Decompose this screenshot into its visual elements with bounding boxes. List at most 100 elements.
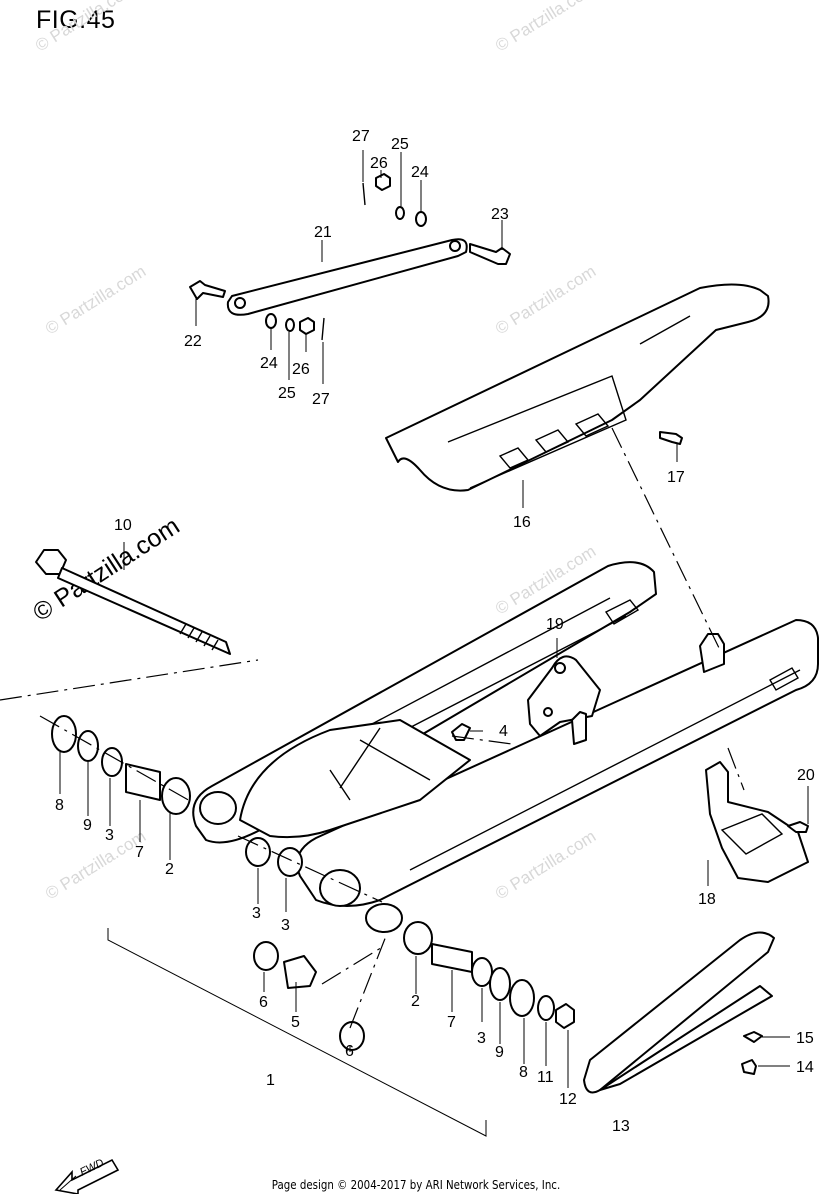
leader-lines (59, 150, 809, 1088)
callout-8: 8 (519, 1064, 528, 1081)
oil-seal-a (253, 941, 279, 971)
callout-12: 12 (559, 1091, 577, 1108)
chain-case-rib (639, 315, 691, 345)
washer-left (77, 730, 99, 762)
callout-7: 7 (447, 1014, 456, 1031)
bearing-right (471, 957, 493, 987)
callout-2: 2 (165, 861, 174, 878)
callout-26: 26 (370, 155, 388, 172)
alignment-line (237, 835, 387, 1029)
pivot-shaft-head (35, 549, 67, 575)
callout-27: 27 (312, 391, 330, 408)
callout-19: 19 (546, 616, 564, 633)
castle-nut-upper (375, 173, 391, 191)
swingarm-cross-member (239, 719, 471, 839)
left-bearing-stack (51, 715, 303, 877)
axle-slots (604, 599, 799, 691)
watermark-text: © Partzilla.com (492, 0, 599, 55)
washer-upper (415, 211, 427, 227)
lock-washer-lower (285, 318, 295, 332)
callout-25: 25 (278, 385, 296, 402)
lock-washer-upper (395, 206, 405, 220)
slider-screw (741, 1059, 757, 1075)
callout-15: 15 (796, 1030, 814, 1047)
callout-16: 16 (513, 514, 531, 531)
callout-17: 17 (667, 469, 685, 486)
pivot-boss-lower (365, 903, 403, 933)
bearing-center-a (245, 837, 271, 867)
chain-case-vents (498, 413, 610, 469)
pivot-shaft-group (35, 549, 231, 655)
swingarm-main-beam (296, 619, 819, 907)
chain-guard-window (720, 813, 784, 855)
chain-slider-bottom (599, 985, 773, 1091)
right-bearing-stack (403, 921, 575, 1029)
needle-bearing (283, 955, 317, 989)
swingarm-bracket-tab (699, 633, 725, 673)
washer-lower (265, 313, 277, 329)
torque-link-bolt-front (189, 280, 226, 300)
callout-3: 3 (281, 917, 290, 934)
spacer-right (431, 943, 473, 973)
washer-right (489, 967, 511, 1001)
torque-link-bolt-rear (469, 243, 511, 265)
callout-24: 24 (411, 164, 429, 181)
callout-9: 9 (83, 817, 92, 834)
callout-13: 13 (612, 1118, 630, 1135)
torque-link-hole (449, 240, 461, 252)
chain-case-inner-panel (447, 375, 627, 489)
watermark-text: © Partzilla.com (42, 827, 149, 904)
callout-23: 23 (491, 206, 509, 223)
castle-nut-lower (299, 317, 315, 335)
torque-link-group (189, 173, 511, 341)
callout-4: 4 (499, 723, 508, 740)
watermark-text: © Partzilla.com (492, 262, 599, 339)
spacer-left (125, 763, 161, 801)
chain-slider-top (583, 931, 775, 1094)
callout-25: 25 (391, 136, 409, 153)
bracket-tab (571, 711, 587, 745)
watermark-text: © Partzilla.com (492, 827, 599, 904)
slider-washer (743, 1031, 763, 1043)
callout-11: 11 (537, 1069, 554, 1086)
callout-24: 24 (260, 355, 278, 372)
callout-22: 22 (184, 333, 202, 350)
pivot-washer (537, 995, 555, 1021)
bracket-hole (554, 662, 566, 674)
callout-21: 21 (314, 224, 332, 241)
chain-case (385, 283, 770, 492)
callout-3: 3 (105, 827, 114, 844)
swingarm-brace-lines (329, 727, 431, 801)
lower-bearing-stack (253, 941, 365, 1051)
forward-arrow-icon: FWD (54, 1157, 120, 1195)
pivot-boss-right (319, 869, 361, 907)
watermark-text: © Partzilla.com (32, 0, 139, 55)
callout-3: 3 (477, 1030, 486, 1047)
callout-6: 6 (345, 1043, 354, 1060)
chain-guard-group (705, 761, 809, 883)
callout-1: 1 (266, 1072, 275, 1089)
callout-6: 6 (259, 994, 268, 1011)
bearing-center-b (277, 847, 303, 877)
pivot-shaft-thread (179, 623, 219, 651)
bushing-left (161, 777, 191, 815)
chain-case-bolt (659, 431, 683, 445)
watermark-text: © Partzilla.com (42, 262, 149, 339)
dust-seal-right (509, 979, 535, 1017)
cotter-pin-lower (321, 317, 325, 341)
bracket-hole (543, 707, 553, 717)
alignment-lines (0, 427, 745, 1029)
callout-18: 18 (698, 891, 716, 908)
callout-labels: 27 26 25 24 23 21 22 24 26 25 27 17 16 1… (55, 128, 815, 1135)
pivot-nut (555, 1003, 575, 1029)
torque-link (226, 238, 468, 316)
callout-26: 26 (292, 361, 310, 378)
swingarm-edge-lines (371, 597, 801, 871)
chain-slider-group (583, 931, 775, 1094)
forward-direction-badge: FWD (52, 1150, 124, 1199)
pivot-boss-left (199, 791, 237, 825)
chain-guard (705, 761, 809, 883)
callout-14: 14 (796, 1059, 814, 1076)
callout-3: 3 (252, 905, 261, 922)
